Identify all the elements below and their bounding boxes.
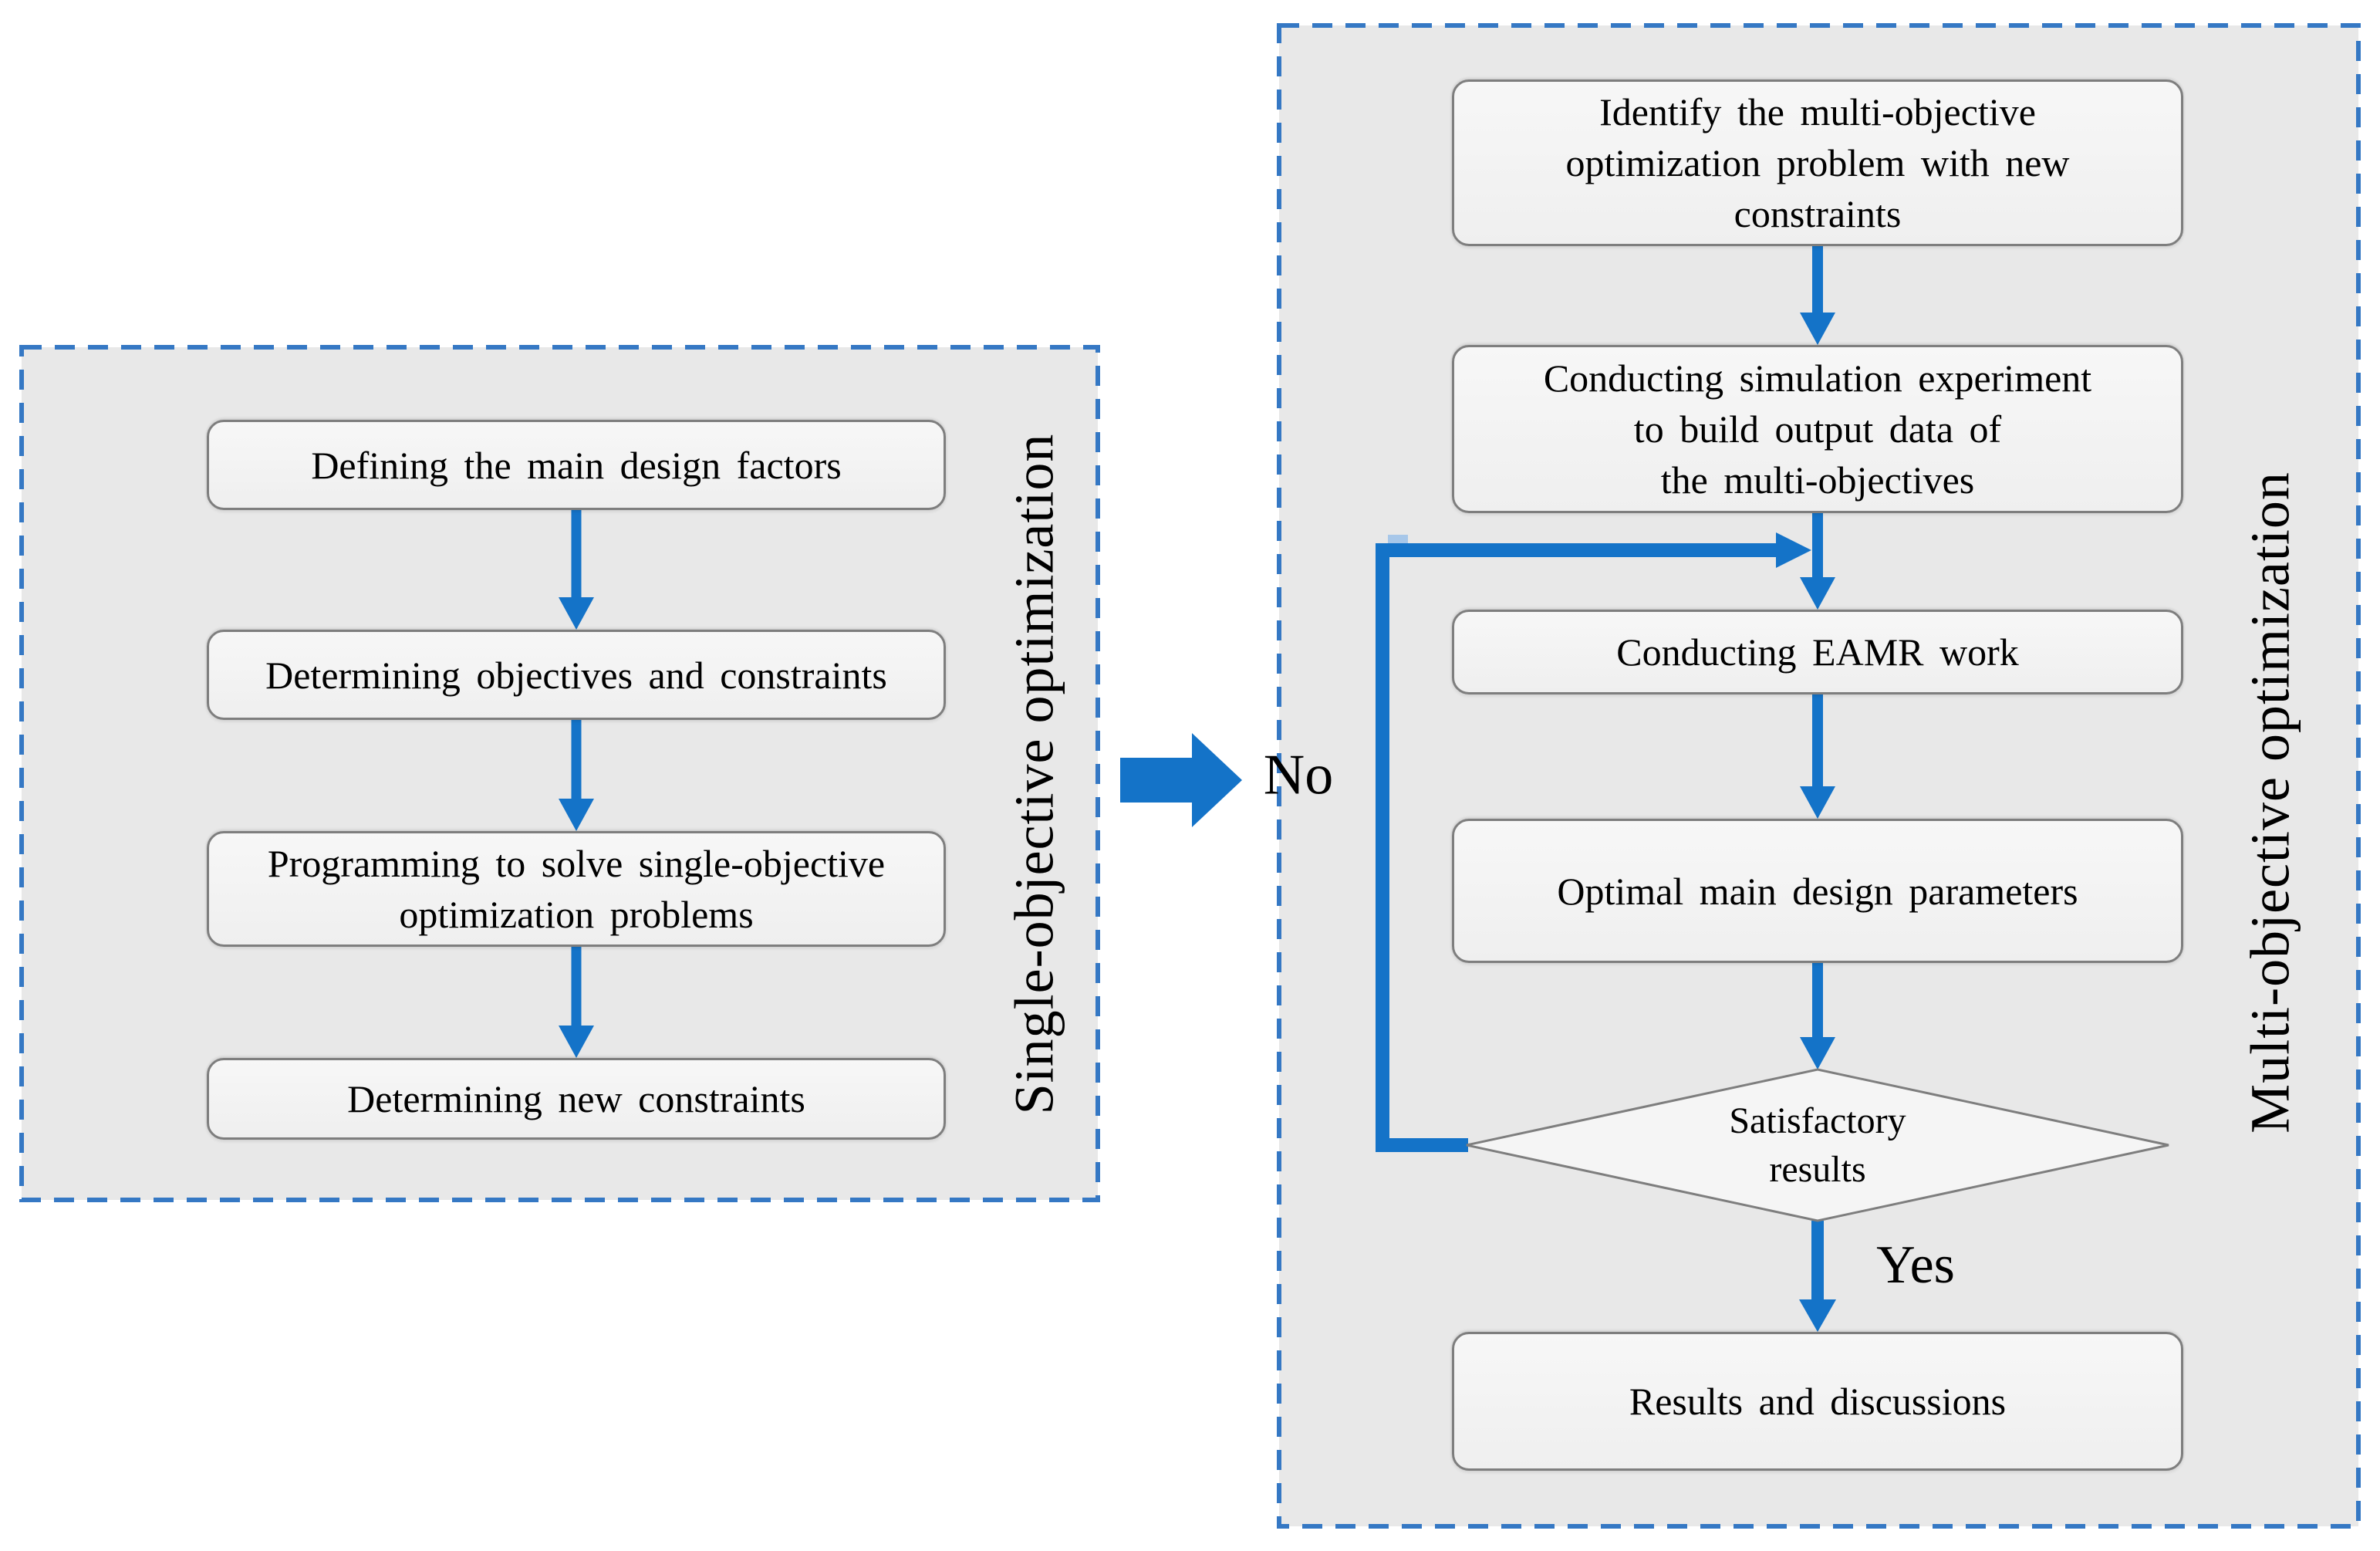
node-programming-solve-label: Programming to solve single-objective op… [267, 842, 886, 936]
arrow-eamr-to-optimal [1800, 694, 1835, 819]
node-determining-objectives-label: Determining objectives and constraints [265, 653, 887, 697]
arrow-programming-to-new-constraints [559, 947, 594, 1058]
selection-artifact [1388, 535, 1408, 545]
yes-branch-label: Yes [1876, 1235, 1955, 1295]
no-branch-label: No [1263, 743, 1334, 807]
arrow-decision-to-results-yes [1799, 1221, 1836, 1332]
multi-objective-panel-border [1277, 23, 2361, 1529]
node-determining-new-constraints-label: Determining new constraints [347, 1077, 805, 1120]
node-programming-solve: Programming to solve single-objective op… [207, 831, 946, 947]
multi-objective-panel-title: Multi-objective optimization [2239, 471, 2301, 1134]
node-identify-problem-label: Identify the multi-objective optimizatio… [1565, 90, 2070, 235]
node-optimal-parameters: Optimal main design parameters [1452, 819, 2183, 963]
node-defining-factors: Defining the main design factors [207, 420, 946, 510]
node-defining-factors-label: Defining the main design factors [311, 443, 842, 487]
node-conducting-simulation: Conducting simulation experiment to buil… [1452, 345, 2183, 513]
arrow-optimal-to-decision [1800, 963, 1835, 1069]
single-objective-panel-border [19, 345, 1100, 1202]
node-determining-new-constraints: Determining new constraints [207, 1058, 946, 1140]
single-objective-panel-title: Single-objective optimization [1003, 433, 1065, 1115]
node-results-discussions: Results and discussions [1452, 1332, 2183, 1471]
node-optimal-parameters-label: Optimal main design parameters [1557, 869, 2078, 913]
node-conducting-eamr: Conducting EAMR work [1452, 610, 2183, 694]
node-conducting-simulation-label: Conducting simulation experiment to buil… [1543, 356, 2092, 502]
node-identify-problem: Identify the multi-objective optimizatio… [1452, 79, 2183, 246]
node-determining-objectives: Determining objectives and constraints [207, 630, 946, 720]
node-conducting-eamr-label: Conducting EAMR work [1616, 630, 2019, 674]
arrow-determining-to-programming [559, 720, 594, 831]
arrow-simulation-to-eamr [1800, 513, 1835, 610]
no-loop-connector [1376, 532, 1811, 1152]
decision-diamond-label: Satisfactory results [1729, 1100, 1906, 1190]
decision-diamond [1466, 1068, 2169, 1222]
arrow-defining-to-determining [559, 510, 594, 630]
arrow-identify-to-simulation [1800, 246, 1835, 345]
node-results-discussions-label: Results and discussions [1629, 1380, 2007, 1423]
panel-transition-arrow [1120, 733, 1242, 827]
